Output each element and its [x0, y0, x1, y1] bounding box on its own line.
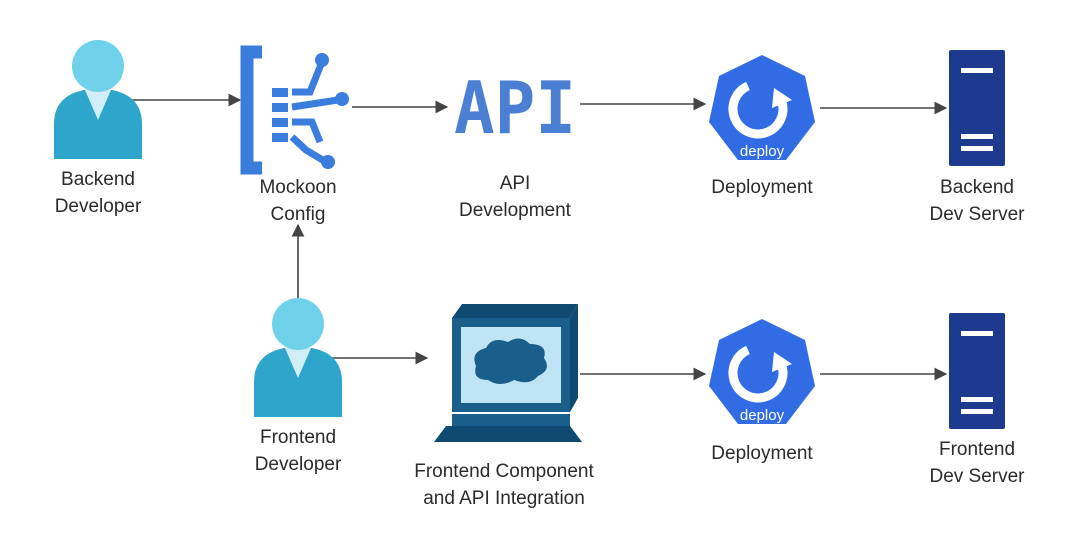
server-icon	[949, 50, 1005, 166]
user-icon	[54, 40, 142, 159]
arrows	[128, 93, 948, 381]
api-development-label: API Development	[459, 173, 571, 221]
deployment-top-label: Deployment	[711, 177, 813, 198]
user-icon	[254, 298, 342, 417]
frontend-component-label: Frontend Component and API Integration	[414, 461, 594, 509]
deployment-bottom-label: Deployment	[711, 443, 813, 464]
backend-dev-server-label: Backend Dev Server	[929, 177, 1025, 225]
deploy-icon: deploy	[709, 319, 815, 424]
backend-developer-label: Backend Developer	[54, 169, 142, 217]
frontend-developer-label: Frontend Developer	[254, 427, 342, 475]
svg-text:deploy: deploy	[740, 143, 785, 160]
mockoon-icon	[240, 45, 349, 175]
deploy-icon: deploy	[709, 55, 815, 160]
computer-icon	[434, 304, 582, 442]
svg-text:deploy: deploy	[740, 407, 785, 424]
mockoon-config-label: Mockoon Config	[259, 177, 337, 225]
server-icon	[949, 313, 1005, 429]
frontend-dev-server-label: Frontend Dev Server	[929, 439, 1025, 487]
api-icon: API	[454, 66, 576, 150]
